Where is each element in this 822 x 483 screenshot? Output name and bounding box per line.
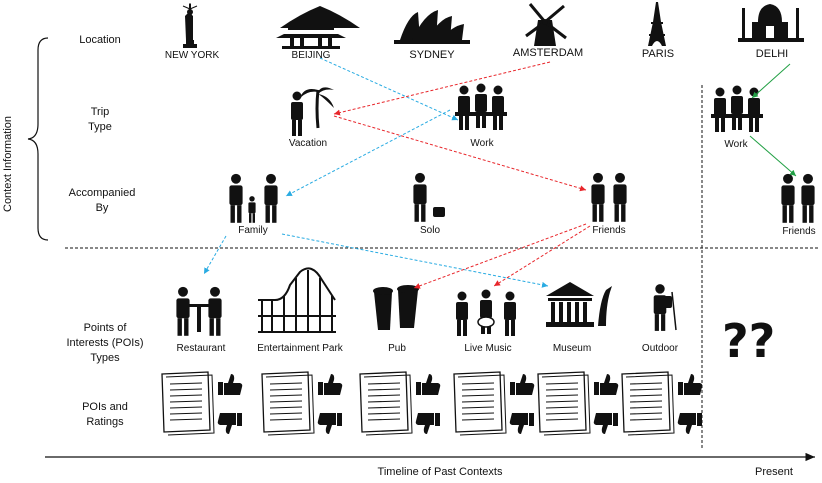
poi-label-museum: Museum: [552, 343, 592, 354]
connector-beijing-work: [319, 57, 459, 121]
rating-doc-museum: [537, 371, 619, 436]
city-label-new-york: NEW YORK: [164, 50, 220, 61]
connector-family-restaurant: [203, 235, 227, 275]
work-present-icon: [711, 85, 763, 132]
present-label: Present: [755, 466, 793, 478]
companion-label-friends-present: Friends: [782, 226, 816, 237]
friends-present-icon: [781, 173, 815, 223]
row-label-poi-ratings: POIs and Ratings: [82, 401, 128, 428]
rating-doc-live-music: [453, 371, 535, 436]
beijing-icon: [276, 6, 360, 49]
rating-doc-entertainment-park: [261, 371, 343, 436]
rating-doc-pub: [359, 371, 441, 436]
work-icon: [455, 83, 507, 130]
family-icon: [229, 173, 278, 223]
companion-label-family: Family: [238, 225, 268, 236]
outdoor-icon: [653, 284, 677, 331]
connector-delhi-work: [751, 63, 791, 99]
poi-label-pub: Pub: [388, 343, 406, 354]
row-label-trip-type: Trip Type: [88, 106, 112, 133]
context-brace: [27, 37, 49, 241]
companion-label-friends: Friends: [592, 225, 626, 236]
poi-label-entertainment-park: Entertainment Park: [257, 343, 343, 354]
companion-label-solo: Solo: [419, 225, 440, 236]
delhi-icon: [738, 4, 804, 42]
entertainment-park-icon: [258, 267, 336, 333]
connector-friends-pub: [413, 223, 587, 289]
poi-label-outdoor: Outdoor: [641, 343, 679, 354]
rating-doc-restaurant: [161, 371, 243, 436]
row-label-poi-types: Points of Interests (POIs) Types: [66, 322, 144, 364]
connector-family-museum: [281, 233, 549, 288]
connector-work-friends: [749, 135, 797, 177]
rating-doc-outdoor: [621, 371, 703, 436]
amsterdam-icon: [525, 3, 567, 46]
row-label-accompanied: Accompanied By: [68, 187, 136, 214]
trip-label-work: Work: [470, 138, 494, 149]
museum-icon: [546, 282, 612, 327]
pub-icon: [373, 285, 419, 330]
paris-icon: [648, 2, 666, 46]
trip-label-work-present: Work: [724, 139, 748, 150]
city-label-beijing: BEIJING: [291, 50, 331, 61]
city-label-amsterdam: AMSTERDAM: [512, 47, 584, 59]
friends-icon: [591, 172, 627, 222]
ratings-row: [161, 371, 703, 436]
live-music-icon: [456, 289, 516, 336]
city-label-delhi: DELHI: [755, 48, 789, 60]
new-york-icon: [182, 3, 198, 48]
trip-label-vacation: Vacation: [288, 138, 328, 149]
restaurant-icon: [176, 286, 222, 336]
timeline-label: Timeline of Past Contexts: [377, 466, 503, 478]
row-label-location: Location: [79, 34, 121, 46]
unknown-question-marks: ??: [722, 314, 776, 368]
vacation-icon: [291, 87, 334, 136]
solo-icon: [413, 172, 445, 222]
poi-label-live-music: Live Music: [464, 343, 512, 354]
connector-vacation-friends: [333, 115, 587, 192]
city-label-paris: PARIS: [641, 48, 675, 60]
poi-label-restaurant: Restaurant: [176, 343, 226, 354]
connector-work-family: [285, 109, 451, 197]
connectors: [203, 57, 797, 289]
sydney-icon: [394, 10, 470, 44]
connector-amsterdam-vacation: [333, 61, 551, 116]
connector-friends-live-music: [493, 225, 591, 287]
city-label-sydney: SYDNEY: [409, 49, 455, 61]
